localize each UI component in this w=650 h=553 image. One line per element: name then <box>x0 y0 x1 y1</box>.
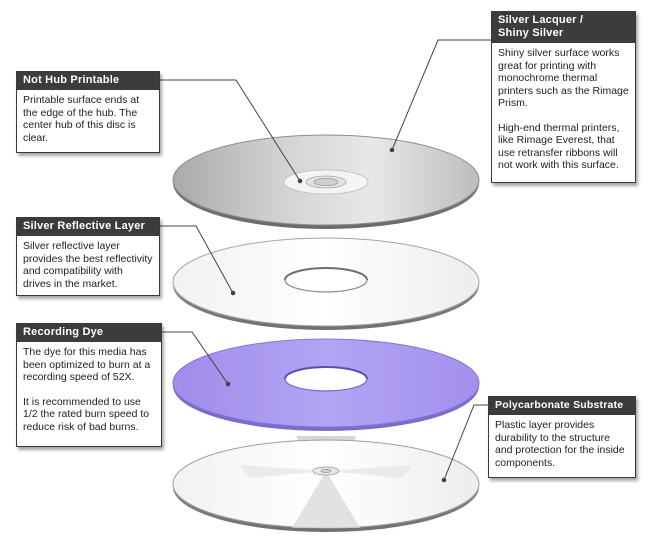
callout-text: High-end thermal printers, like Rimage E… <box>498 121 620 172</box>
callout-title: Polycarbonate Substrate <box>489 397 635 415</box>
dye-disc <box>170 337 482 433</box>
leader-recording-dye <box>160 331 229 385</box>
callout-title: Silver Lacquer / Shiny Silver <box>492 12 635 43</box>
leader-silver-reflective <box>160 225 234 294</box>
callout-polycarbonate-substrate: Polycarbonate Substrate Plastic layer pr… <box>488 396 636 478</box>
callout-text: It is recommended to use 1/2 the rated b… <box>23 395 150 433</box>
callout-body: The dye for this media has been optimize… <box>17 342 161 438</box>
reflective-disc <box>170 236 482 332</box>
callout-title-line: Silver Lacquer / <box>498 14 584 26</box>
callout-text: Plastic layer provides durability to the… <box>495 419 625 469</box>
polycarbonate-disc <box>170 436 482 536</box>
leader-lines <box>160 39 496 483</box>
callout-title: Not Hub Printable <box>17 72 159 90</box>
callout-text: The dye for this media has been optimize… <box>23 346 151 383</box>
callout-silver-reflective-layer: Silver Reflective Layer Silver reflectiv… <box>16 217 160 296</box>
callout-not-hub-printable: Not Hub Printable Printable surface ends… <box>16 71 160 153</box>
callout-title: Silver Reflective Layer <box>17 218 159 236</box>
callout-recording-dye: Recording Dye The dye for this media has… <box>16 323 162 447</box>
callout-silver-lacquer: Silver Lacquer / Shiny Silver Shiny silv… <box>491 11 636 183</box>
callout-body: Printable surface ends at the edge of th… <box>17 90 159 149</box>
callout-text: Silver reflective layer provides the bes… <box>23 240 153 290</box>
leader-not-hub <box>160 79 301 182</box>
lacquer-disc <box>171 134 481 230</box>
callout-title-line: Shiny Silver <box>498 27 564 39</box>
leader-silver-lacquer <box>391 39 496 151</box>
callout-body: Plastic layer provides durability to the… <box>489 415 635 474</box>
callout-text: Printable surface ends at the edge of th… <box>23 94 140 144</box>
leader-polycarbonate <box>443 404 492 481</box>
callout-body: Shiny silver surface works great for pri… <box>492 43 635 177</box>
callout-body: Silver reflective layer provides the bes… <box>17 236 159 295</box>
callout-title: Recording Dye <box>17 324 161 342</box>
callout-text: Shiny silver surface works great for pri… <box>498 47 629 109</box>
